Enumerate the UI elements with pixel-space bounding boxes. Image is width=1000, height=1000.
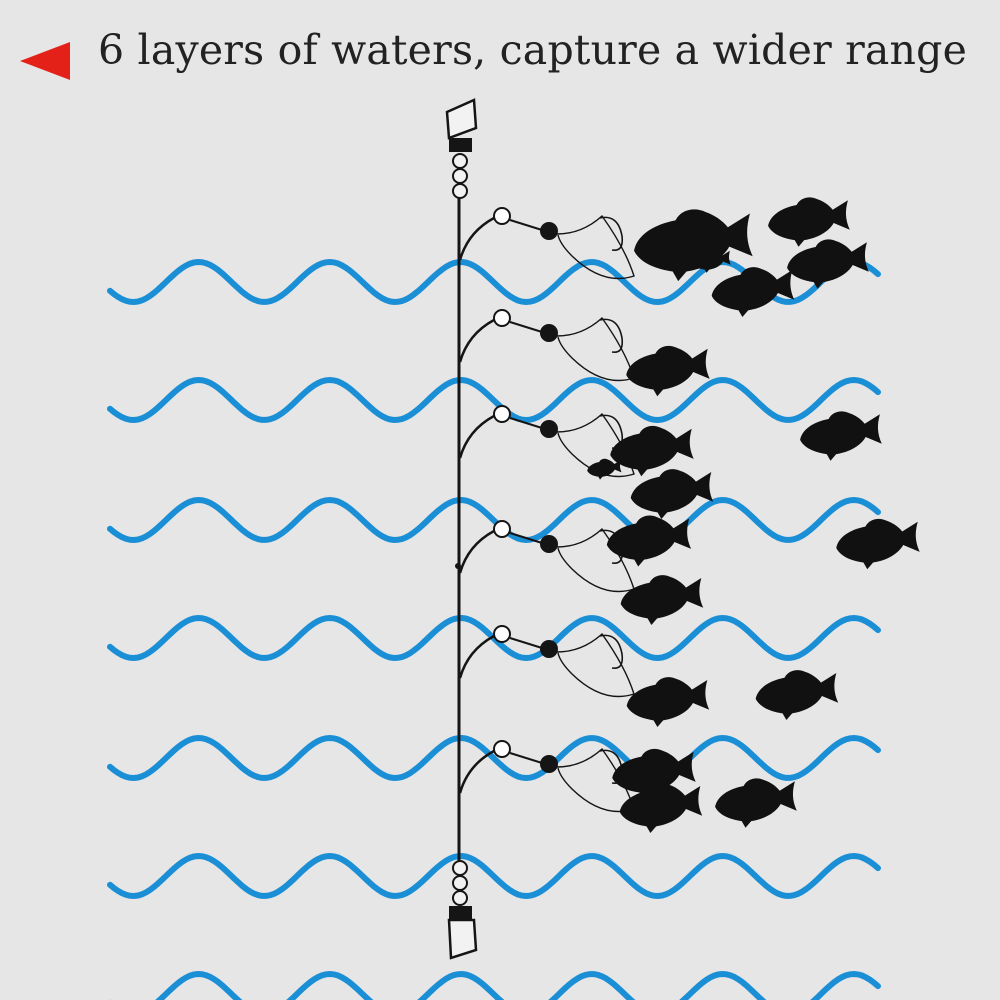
hook-branch bbox=[458, 207, 635, 280]
snell-loop bbox=[556, 316, 635, 382]
float-bead bbox=[493, 625, 511, 643]
leader-line bbox=[509, 219, 543, 231]
leader-line bbox=[509, 637, 543, 649]
swivel-barrel bbox=[449, 906, 472, 920]
fish-icon bbox=[587, 458, 622, 480]
fish-icon bbox=[626, 345, 710, 397]
swivel-ring bbox=[452, 860, 468, 876]
water-wave bbox=[107, 852, 881, 900]
swivel-ring bbox=[452, 168, 468, 184]
leader-line bbox=[509, 532, 543, 544]
leader-line bbox=[509, 417, 543, 429]
weight-bead bbox=[540, 420, 558, 438]
leader-line bbox=[509, 321, 543, 333]
swivel-barrel bbox=[449, 138, 472, 152]
water-wave bbox=[107, 376, 881, 424]
fish-icon bbox=[711, 267, 795, 318]
hook-icon bbox=[599, 318, 624, 354]
swivel-ring bbox=[452, 890, 468, 906]
weight-bead bbox=[540, 535, 558, 553]
branch-line bbox=[458, 318, 495, 363]
snap-clip bbox=[447, 918, 478, 960]
weight-bead bbox=[540, 324, 558, 342]
float-bead bbox=[493, 405, 511, 423]
water-wave bbox=[107, 614, 881, 662]
line-knot bbox=[455, 563, 461, 569]
fish-icon bbox=[606, 515, 692, 567]
hook-icon bbox=[599, 634, 624, 670]
fish-icon bbox=[800, 411, 882, 461]
fish-icon bbox=[715, 778, 797, 828]
snell-loop bbox=[556, 632, 635, 698]
branch-line bbox=[458, 749, 495, 794]
float-bead bbox=[493, 740, 511, 758]
snell-loop bbox=[556, 214, 635, 280]
branch-line bbox=[458, 216, 495, 261]
float-bead bbox=[493, 309, 511, 327]
water-wave bbox=[107, 496, 881, 544]
snell-loop bbox=[556, 412, 635, 478]
swivel-ring bbox=[452, 183, 468, 199]
water-wave bbox=[107, 734, 881, 782]
page-title: 6 layers of waters, capture a wider rang… bbox=[98, 26, 968, 74]
water-layers bbox=[107, 258, 881, 1000]
fish-icon bbox=[610, 425, 694, 477]
snap-clip bbox=[445, 98, 478, 140]
back-arrow-icon bbox=[20, 42, 70, 80]
swivel-ring bbox=[452, 153, 468, 169]
fish-icon bbox=[626, 677, 710, 728]
float-bead bbox=[493, 520, 511, 538]
hook-branch bbox=[458, 625, 635, 698]
branch-line bbox=[458, 634, 495, 679]
fishing-rig bbox=[445, 98, 635, 960]
fish-icon bbox=[787, 239, 869, 289]
branch-line bbox=[458, 529, 495, 574]
hook-branch bbox=[458, 309, 635, 382]
weight-bead bbox=[540, 222, 558, 240]
fish-icon bbox=[612, 748, 696, 800]
swivel-ring bbox=[452, 875, 468, 891]
fish-icon bbox=[634, 209, 753, 282]
leader-line bbox=[509, 752, 543, 764]
fish-icon bbox=[768, 197, 850, 247]
weight-bead bbox=[540, 640, 558, 658]
fish-icon bbox=[630, 469, 714, 520]
float-bead bbox=[493, 207, 511, 225]
fish-icon bbox=[619, 783, 703, 834]
hook-icon bbox=[599, 216, 624, 252]
fish-icon bbox=[836, 518, 920, 570]
fish-icon bbox=[692, 249, 731, 273]
branch-line bbox=[458, 414, 495, 459]
water-wave bbox=[108, 970, 881, 1000]
fish-icon bbox=[755, 670, 839, 721]
fish-icon bbox=[620, 575, 704, 626]
weight-bead bbox=[540, 755, 558, 773]
fish-school bbox=[587, 197, 920, 834]
